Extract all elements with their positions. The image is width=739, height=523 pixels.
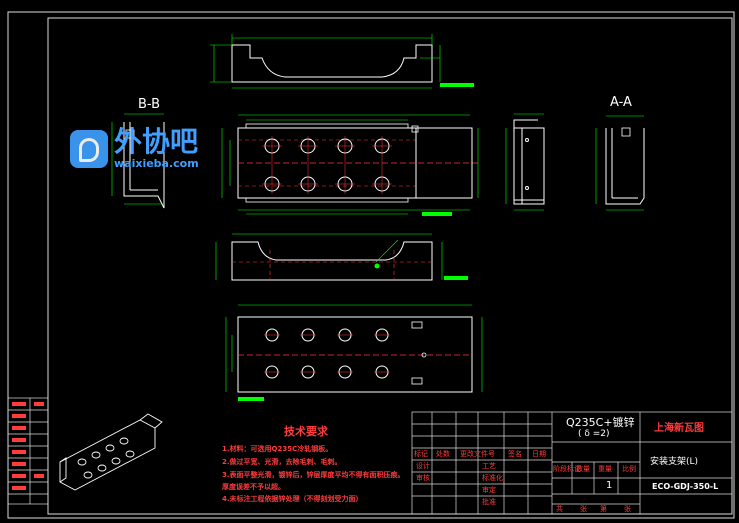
tb-sheet-unit-1: 张: [580, 505, 587, 513]
top-profile-view: [231, 44, 433, 89]
tb-row-design: 设计: [416, 462, 430, 470]
tb-row-approve: 批准: [482, 498, 496, 506]
watermark-logo: [70, 130, 108, 168]
isometric-view: [59, 413, 163, 491]
title-block-grid: [411, 411, 733, 515]
left-stamp-grid: [7, 397, 49, 505]
bottom-profile-view: [231, 241, 433, 281]
tb-row-process: 工艺: [482, 462, 496, 470]
tb-header-count: 处数: [436, 450, 450, 458]
section-bb-label: B-B: [138, 97, 161, 112]
tb-header-change-doc: 更改文件号: [460, 450, 495, 458]
company-name: 上海新瓦图: [654, 423, 704, 434]
tech-requirement-line-4: 厚度误差不予以超。: [222, 483, 285, 491]
tb-stage-mark: 阶段标记: [553, 465, 581, 473]
material-spec: Q235C+镀锌: [566, 416, 635, 429]
tech-requirements-title: 技术要求: [284, 425, 328, 438]
main-front-view: [221, 114, 479, 216]
side-view: [513, 119, 545, 205]
watermark-site: waixieba.com: [114, 157, 199, 170]
tb-row-standard: 标准化: [482, 474, 503, 482]
thickness-spec: ( δ =2): [578, 429, 610, 439]
tech-requirement-line-3: 3.表面平整光滑，镀锌后，锌层厚度平均不得有面积压痕。: [222, 471, 405, 479]
watermark-name: 外协吧: [114, 125, 199, 158]
quantity-value: 1: [606, 480, 613, 491]
tech-requirement-line-1: 1.材料：可选用Q235C冷轧钢板。: [222, 445, 333, 453]
tb-sheet-total: 共: [556, 505, 563, 513]
section-aa-label: A-A: [610, 95, 632, 110]
tech-requirement-line-5: 4.未标注工程依据锌处理（不得刻划受力面）: [222, 495, 363, 503]
part-name: 安装支架(L): [650, 457, 699, 467]
tb-scale-header: 比例: [622, 465, 636, 473]
section-bb-view: [123, 122, 165, 209]
inner-border: [47, 17, 733, 515]
tb-header-date: 日期: [532, 450, 546, 458]
tb-weight-header: 重量: [598, 465, 612, 473]
tb-sheet-current: 第: [600, 505, 607, 513]
outer-border: [7, 11, 735, 519]
tb-quantity-header: 数量: [576, 465, 590, 473]
tb-header-signature: 签名: [508, 450, 522, 458]
tech-requirement-line-2: 2.做过平宽、光滑，去除毛刺、毛刺。: [222, 458, 342, 466]
plan-view: [225, 304, 483, 401]
tb-row-approve-review: 审定: [482, 486, 496, 494]
tb-header-mark: 标记: [414, 450, 428, 458]
drawing-number: ECO-GDJ-350-L: [652, 482, 719, 491]
tb-row-review: 审核: [416, 474, 430, 482]
tb-sheet-unit-2: 张: [624, 505, 631, 513]
section-aa-view: [605, 127, 645, 205]
logo-glyph-icon: [79, 138, 99, 162]
